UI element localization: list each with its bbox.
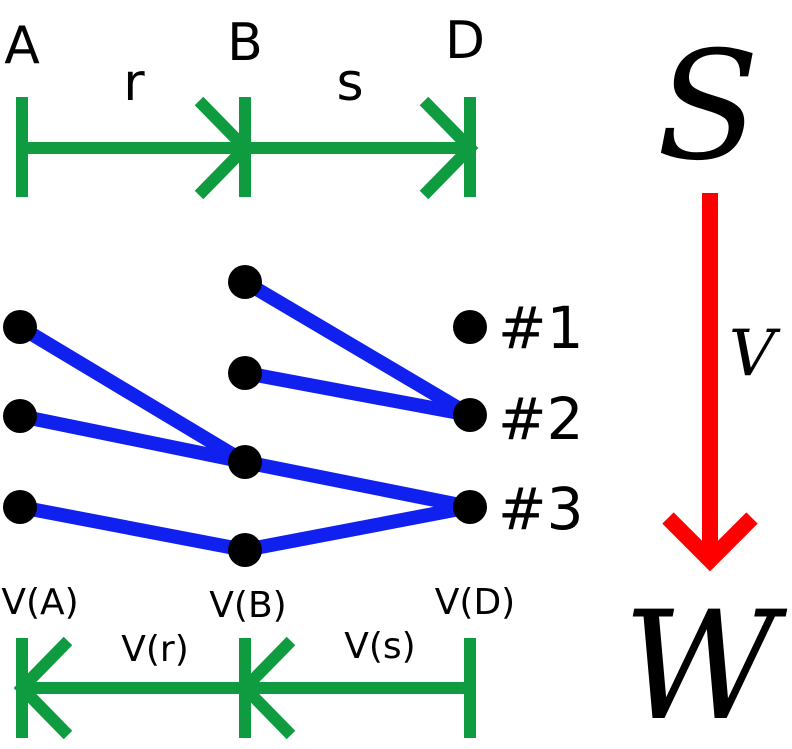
element-dots: [3, 265, 487, 567]
element-dot-va-2: [3, 399, 37, 433]
bottom-morphism-row: [13, 636, 476, 740]
functor-label: V: [729, 317, 781, 391]
element-dot-vd-3: [453, 490, 487, 524]
top-morphism-row: [16, 96, 479, 200]
mapping-line: [13, 320, 252, 469]
element-label-3: #3: [498, 475, 584, 543]
functor-arrow-head: [662, 512, 758, 572]
element-dot-vb-4: [228, 533, 262, 567]
element-label-2: #2: [498, 385, 584, 453]
object-a-label: A: [4, 16, 40, 76]
morphism-vs-label: V(s): [344, 626, 415, 667]
object-vb-label: V(B): [209, 585, 286, 626]
object-vd-label: V(D): [435, 582, 515, 623]
element-label-1: #1: [498, 294, 584, 362]
mapping-line: [238, 455, 477, 514]
element-dot-va-3: [3, 490, 37, 524]
element-dot-vd-1: [453, 310, 487, 344]
element-mapping-lines: [13, 275, 477, 557]
morphism-vr-label: V(r): [121, 629, 189, 670]
mapping-line: [13, 409, 252, 469]
source-category-label: S: [657, 20, 760, 194]
mapping-line: [238, 500, 477, 557]
object-b-label: B: [227, 13, 263, 73]
mapping-line: [13, 500, 252, 557]
functor-arrow: [662, 193, 758, 572]
element-dot-vb-1: [228, 265, 262, 299]
element-dot-vb-2: [228, 356, 262, 390]
object-va-label: V(A): [1, 582, 78, 623]
morphism-s-label: s: [336, 53, 363, 113]
mapping-line: [238, 366, 477, 422]
element-dot-vb-3: [228, 445, 262, 479]
element-dot-vd-2: [453, 398, 487, 432]
mapping-line: [238, 275, 477, 422]
element-dot-va-1: [3, 310, 37, 344]
object-d-label: D: [445, 11, 485, 71]
morphism-r-label: r: [123, 53, 145, 113]
target-category-label: W: [623, 580, 788, 749]
